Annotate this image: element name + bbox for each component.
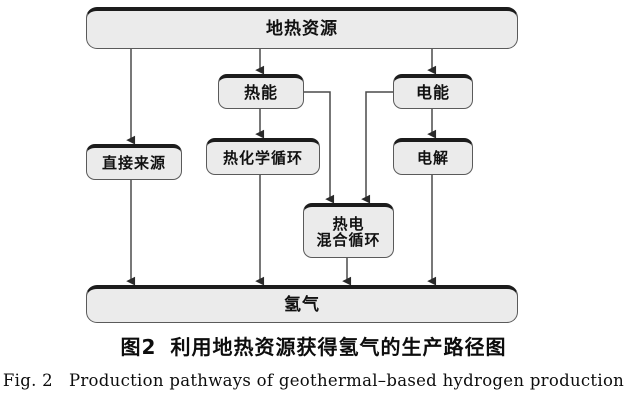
node-thermal-energy[interactable]: 热能 xyxy=(218,74,304,109)
figure-number-chinese: 图2 xyxy=(120,335,157,359)
node-direct-source[interactable]: 直接来源 xyxy=(86,144,182,180)
node-hybrid-thermal-electric-cycle[interactable]: 热电 混合循环 xyxy=(303,203,394,258)
figure-number-english: Fig. 2 xyxy=(2,371,53,390)
node-electric-energy-label: 电能 xyxy=(415,83,450,103)
node-electrolysis[interactable]: 电解 xyxy=(393,138,473,175)
node-hydrogen[interactable]: 氢气 xyxy=(86,285,518,323)
node-direct-source-label: 直接来源 xyxy=(101,154,166,173)
node-hybrid-cycle-label-line2: 混合循环 xyxy=(316,231,381,249)
node-geothermal-resources-label: 地热资源 xyxy=(266,19,338,40)
node-hydrogen-label: 氢气 xyxy=(284,295,320,316)
node-thermochemical-cycle-label: 热化学循环 xyxy=(222,148,303,167)
node-electrolysis-label: 电解 xyxy=(416,148,449,167)
node-hybrid-cycle-label-line1: 热电 xyxy=(332,214,365,233)
node-thermal-energy-label: 热能 xyxy=(243,83,278,103)
node-electric-energy[interactable]: 电能 xyxy=(393,74,473,109)
figure-caption-english: Fig. 2 Production pathways of geothermal–… xyxy=(0,371,627,390)
node-thermochemical-cycle[interactable]: 热化学循环 xyxy=(206,138,320,175)
figure-caption-english-text: Production pathways of geothermal–based … xyxy=(68,371,625,390)
figure-caption-chinese: 图2 利用地热资源获得氢气的生产路径图 xyxy=(0,331,627,360)
node-geothermal-resources[interactable]: 地热资源 xyxy=(86,7,518,49)
figure-caption-chinese-text: 利用地热资源获得氢气的生产路径图 xyxy=(170,335,507,359)
edge-electric-energy-to-hybrid-cycle xyxy=(361,91,393,204)
